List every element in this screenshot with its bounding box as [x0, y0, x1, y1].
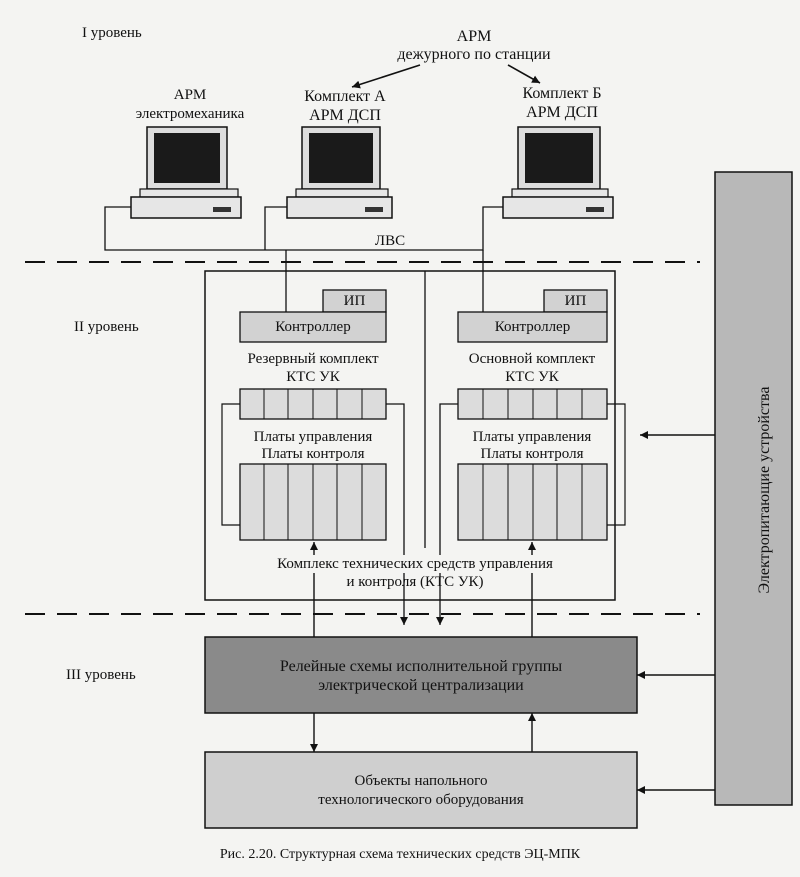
- reserve-set: [221, 289, 408, 625]
- power-supply-column: [714, 171, 793, 806]
- arrow-to-set-b: [507, 64, 541, 84]
- ip-label-left: ИП: [343, 293, 366, 309]
- set-a-label-2: АРМ ДСП: [309, 107, 381, 124]
- arm-station-label-1: АРМ: [456, 28, 492, 45]
- lan-network: [104, 206, 503, 312]
- monitor-boards-label-left: Платы контроля: [261, 446, 365, 462]
- computer-icon-electromechanic: [130, 126, 242, 219]
- ip-label-right: ИП: [564, 293, 587, 309]
- reserve-set-label-2: КТС УК: [286, 369, 340, 385]
- figure-caption: Рис. 2.20. Структурная схема технических…: [219, 847, 581, 862]
- objects-label-2: технологического оборудования: [318, 792, 524, 808]
- computer-icon-set-a: [286, 126, 393, 219]
- level-1-label: I уровень: [82, 25, 142, 41]
- level-3-label: III уровень: [66, 667, 136, 683]
- arm-station-label-2: дежурного по станции: [397, 46, 551, 63]
- control-boards-label-left: Платы управления: [253, 429, 373, 445]
- control-boards-label-right: Платы управления: [472, 429, 592, 445]
- arm-electro-label-2: электромеханика: [135, 106, 245, 122]
- main-set: [436, 289, 626, 625]
- main-set-label-1: Основной комплект: [468, 351, 596, 367]
- reserve-set-label-1: Резервный комплект: [247, 351, 379, 367]
- set-a-label-1: Комплект А: [304, 88, 386, 105]
- objects-label-1: Объекты напольного: [354, 773, 488, 789]
- arm-electro-label-1: АРМ: [173, 87, 207, 103]
- kts-uk-frame: [204, 270, 616, 601]
- controller-box-right: [457, 311, 608, 343]
- set-b-label-1: Комплект Б: [522, 85, 602, 102]
- relay-label-2: электрической централизации: [318, 677, 524, 694]
- kts-label-1: Комплекс технических средств управления: [250, 555, 580, 573]
- relay-block: [204, 636, 638, 714]
- controller-label-right: Контроллер: [494, 319, 571, 335]
- controller-box-left: [239, 311, 387, 343]
- lan-label: ЛВС: [374, 233, 406, 249]
- set-b-label-2: АРМ ДСП: [526, 104, 598, 121]
- computer-icon-set-b: [502, 126, 614, 219]
- power-supply-label: Электропитающие устройства: [756, 386, 773, 594]
- kts-label-2: и контроля (КТС УК): [346, 574, 484, 590]
- objects-block: [204, 751, 638, 829]
- arrow-to-set-a: [351, 64, 421, 89]
- relay-label-1: Релейные схемы исполнительной группы: [279, 658, 563, 675]
- controller-label-left: Контроллер: [275, 319, 351, 335]
- monitor-boards-label-right: Платы контроля: [480, 446, 584, 462]
- level-2-label: II уровень: [74, 319, 139, 335]
- main-set-label-2: КТС УК: [505, 369, 559, 385]
